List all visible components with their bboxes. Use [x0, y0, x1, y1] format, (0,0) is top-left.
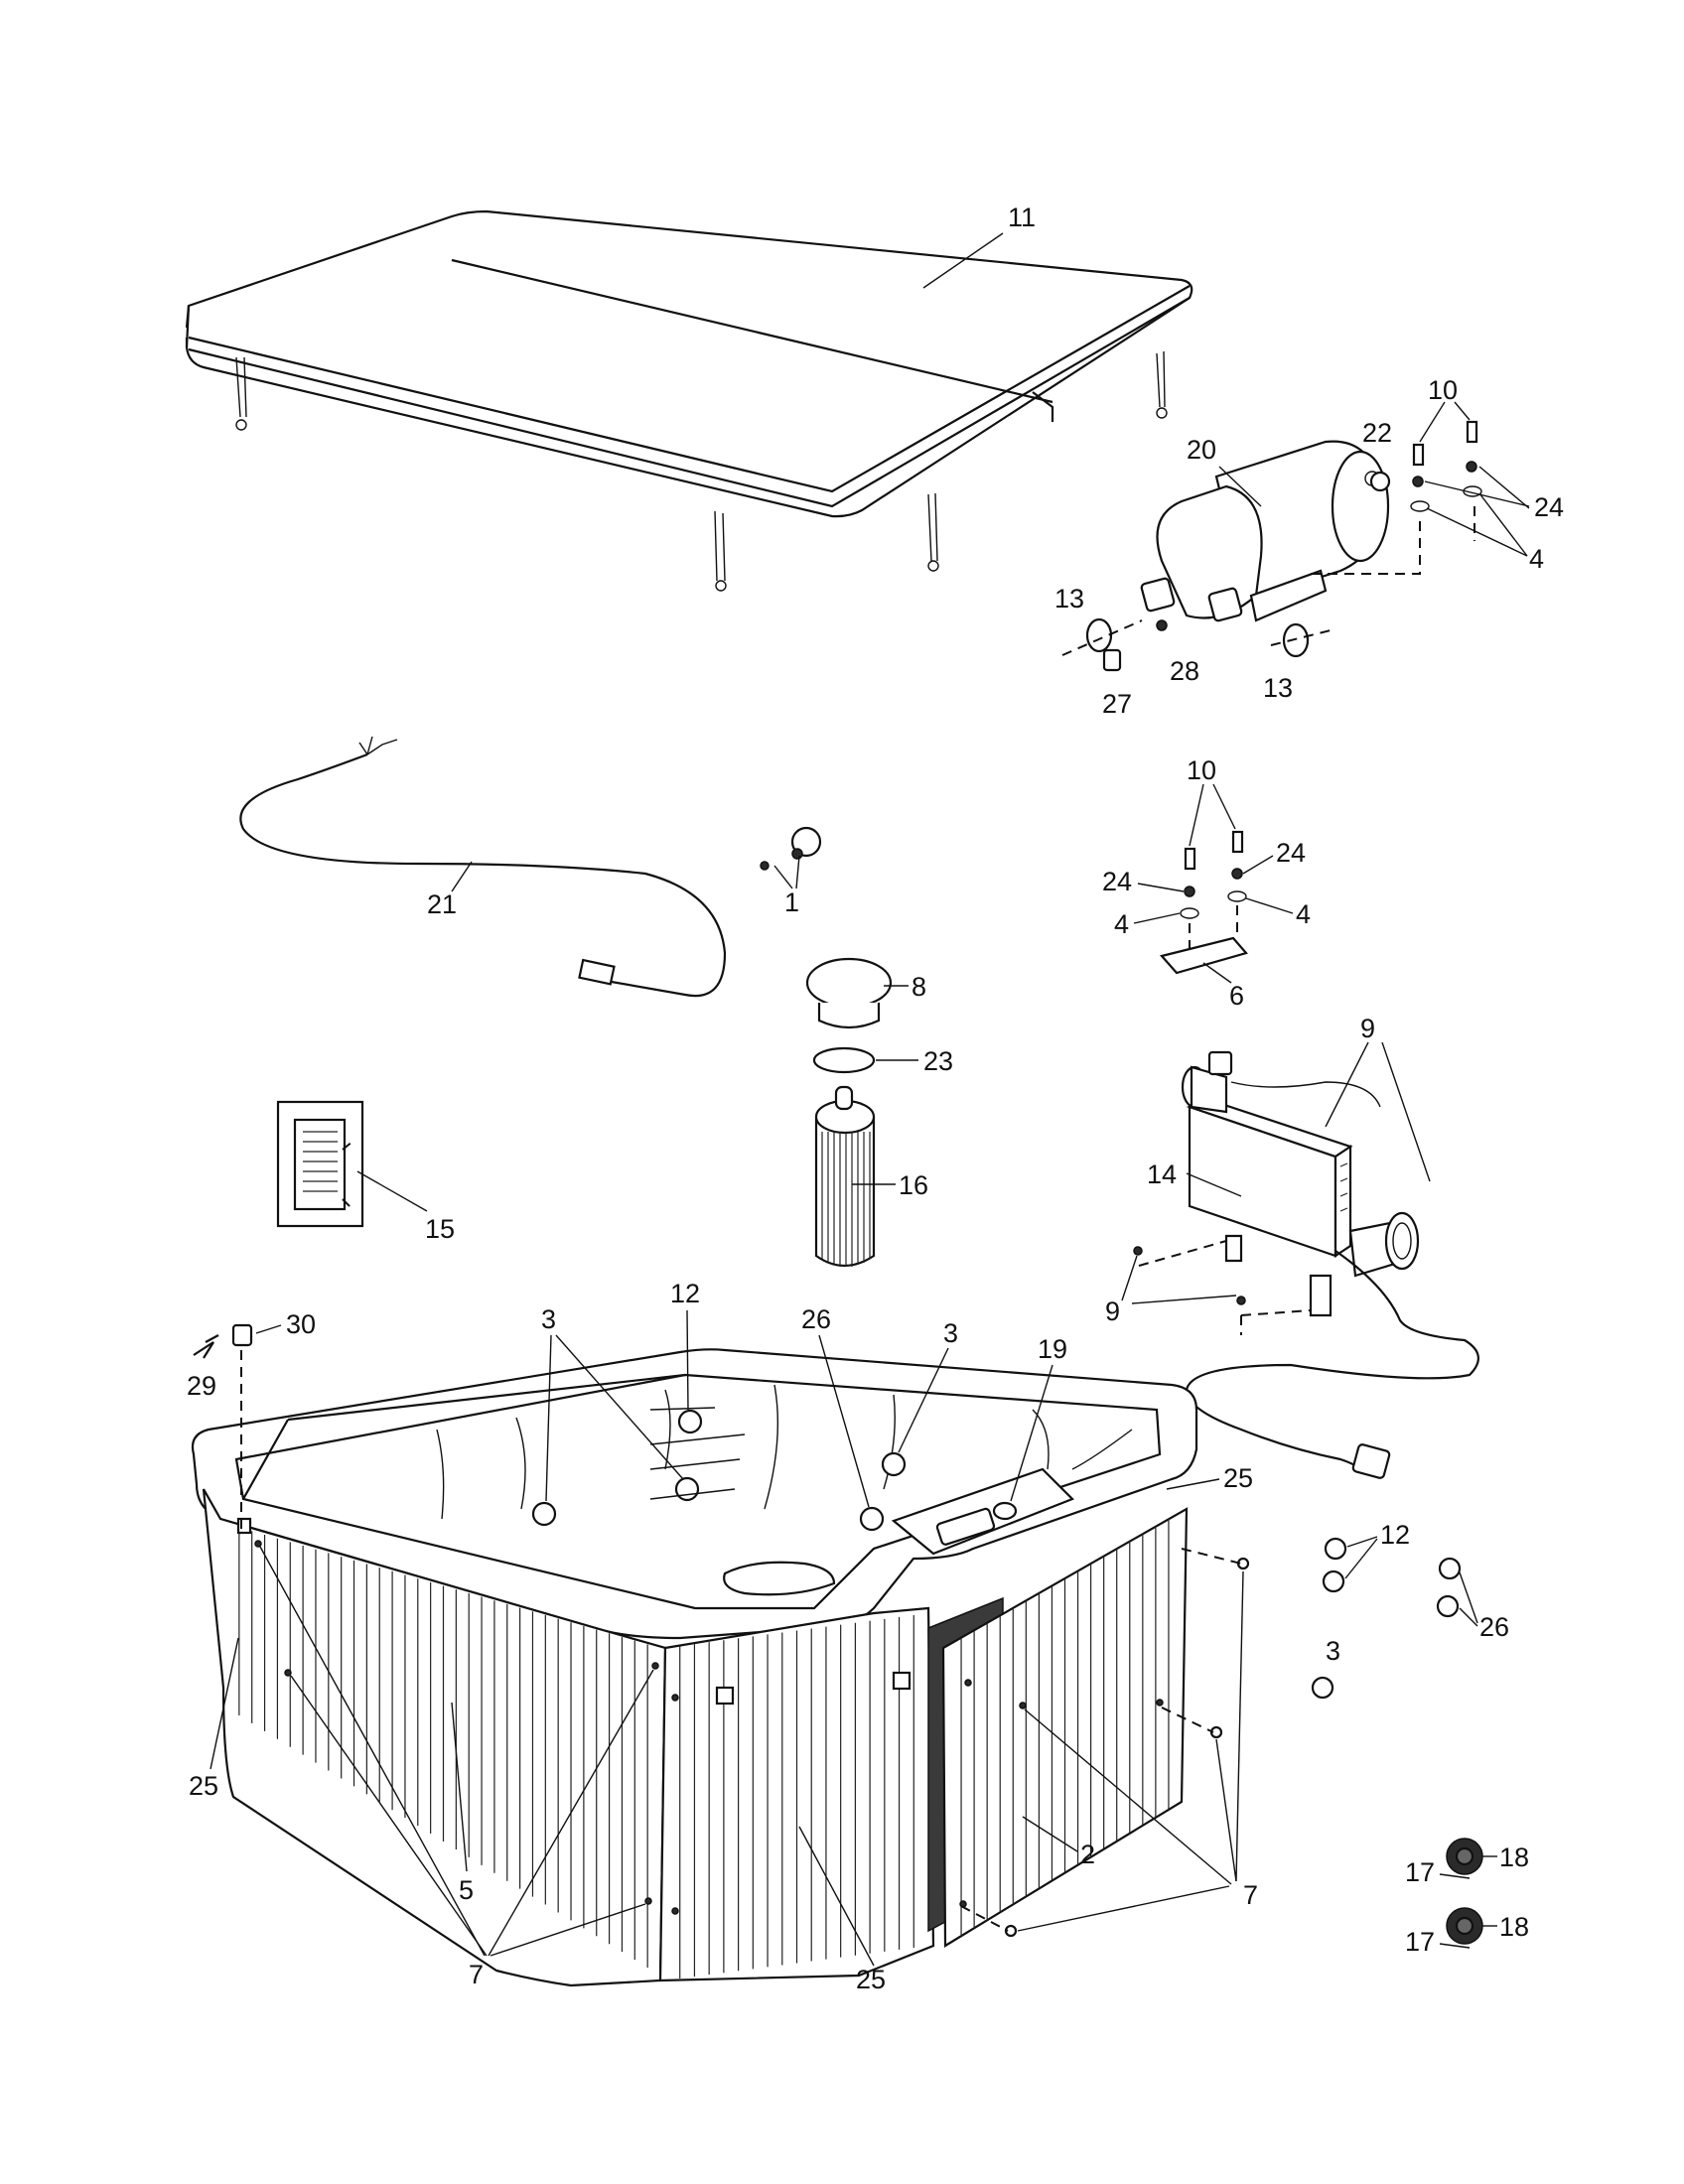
- oring-13-right: [1282, 622, 1310, 658]
- filter-lid-8: [805, 957, 893, 1029]
- callout-3c: 3: [1326, 1636, 1340, 1666]
- callout-9a: 9: [1360, 1014, 1375, 1043]
- callout-24a: 24: [1534, 492, 1564, 522]
- callout-29: 29: [187, 1371, 216, 1401]
- clip-30: [231, 1323, 253, 1529]
- knob-18-top: [1446, 1838, 1483, 1875]
- callout-14: 14: [1147, 1160, 1177, 1189]
- callout-6: 6: [1229, 981, 1244, 1011]
- heater-14: [1181, 1050, 1479, 1479]
- cabinet-access-panel-2: [927, 1507, 1189, 1948]
- callout-8: 8: [912, 972, 926, 1002]
- callout-13b: 13: [1263, 673, 1293, 703]
- callout-25a: 25: [1223, 1463, 1253, 1493]
- pump-motor: [1140, 440, 1390, 622]
- clip-29: [193, 1334, 219, 1359]
- spa-cover: [185, 209, 1193, 592]
- jet-3-loose: [1311, 1676, 1334, 1700]
- pump-bolts: [1311, 420, 1482, 575]
- spa-shell: [191, 1348, 1198, 1640]
- callout-12a: 12: [670, 1279, 700, 1308]
- callout-7b: 7: [1243, 1880, 1258, 1910]
- cabinet-front-panel: [658, 1606, 935, 1982]
- callout-26a: 26: [801, 1304, 831, 1334]
- callout-4c: 4: [1296, 899, 1311, 929]
- jet-fitting-1: [760, 826, 822, 871]
- jet-12-pair: [1322, 1537, 1347, 1593]
- power-cord-21: [239, 736, 727, 998]
- drain-oring-28: [1156, 619, 1168, 631]
- jet-26-pair: [1436, 1557, 1462, 1618]
- callout-2: 2: [1080, 1840, 1095, 1869]
- filter-cartridge-16: [814, 1085, 876, 1267]
- callout-10a: 10: [1428, 375, 1458, 405]
- bracket-6: [1159, 830, 1248, 975]
- callout-21: 21: [427, 889, 457, 919]
- callout-18b: 18: [1499, 1912, 1529, 1942]
- oring-23: [812, 1046, 876, 1074]
- oring-13-left: [1085, 617, 1113, 653]
- callout-12b: 12: [1380, 1520, 1410, 1550]
- callout-17a: 17: [1405, 1857, 1435, 1887]
- control-box-15: [276, 1100, 364, 1228]
- callout-4b: 4: [1114, 909, 1129, 939]
- callout-25b: 25: [189, 1771, 218, 1801]
- callout-30: 30: [286, 1309, 316, 1339]
- callout-15: 15: [425, 1214, 455, 1244]
- callout-23: 23: [923, 1046, 953, 1076]
- callout-27: 27: [1102, 689, 1132, 719]
- callout-20: 20: [1187, 435, 1216, 465]
- callout-24b: 24: [1102, 867, 1132, 896]
- pump-cap-22: [1369, 471, 1391, 492]
- knob-18-bottom: [1446, 1907, 1483, 1945]
- callout-18a: 18: [1499, 1843, 1529, 1872]
- callout-3b: 3: [943, 1318, 958, 1348]
- callout-9b: 9: [1105, 1297, 1120, 1326]
- callout-1: 1: [784, 887, 799, 917]
- callout-24c: 24: [1276, 838, 1306, 868]
- callout-13a: 13: [1054, 584, 1084, 614]
- callout-26b: 26: [1479, 1612, 1509, 1642]
- callout-22: 22: [1362, 418, 1392, 448]
- drain-plug-27: [1102, 648, 1122, 672]
- callout-11: 11: [1008, 203, 1036, 232]
- callout-16: 16: [899, 1170, 928, 1200]
- callout-3a: 3: [541, 1304, 556, 1334]
- callout-19: 19: [1038, 1334, 1067, 1364]
- callout-4a: 4: [1529, 544, 1544, 574]
- cabinet-fasteners: [236, 1517, 1250, 1938]
- callout-7a: 7: [469, 1960, 484, 1989]
- callout-5: 5: [459, 1875, 474, 1905]
- callout-28: 28: [1170, 656, 1199, 686]
- callout-10b: 10: [1187, 755, 1216, 785]
- callout-25c: 25: [856, 1965, 886, 1994]
- callout-17b: 17: [1405, 1927, 1435, 1957]
